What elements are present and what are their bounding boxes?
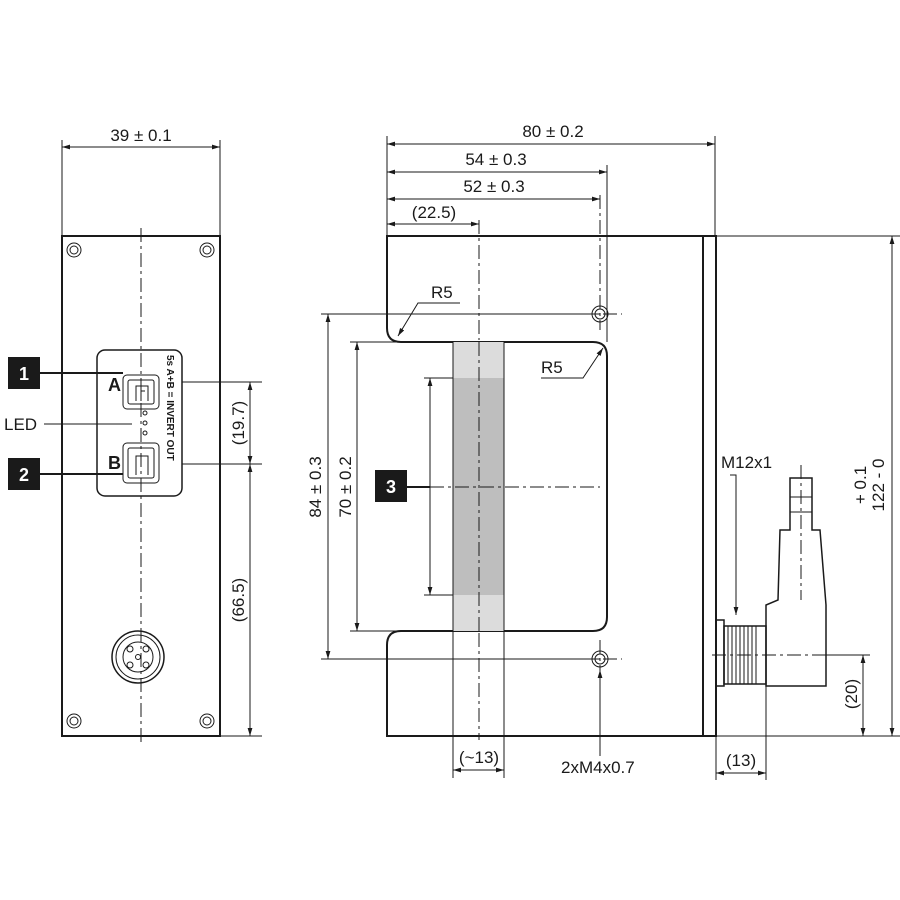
dim-54: 54 ± 0.3 xyxy=(465,150,526,169)
connector-side-icon xyxy=(715,465,827,687)
dim-70: 70 ± 0.2 xyxy=(336,456,355,517)
dim-slot-13: (~13) xyxy=(459,748,499,767)
callout-1: 1 xyxy=(19,364,29,384)
radius-r5-top: R5 xyxy=(431,283,453,302)
led-label: LED xyxy=(4,415,37,434)
dim-52: 52 ± 0.3 xyxy=(463,177,524,196)
panel-text: 5s A+B = INVERT OUT xyxy=(164,355,175,461)
dim-width-39: 39 ± 0.1 xyxy=(110,126,171,145)
dim-19-7: (19.7) xyxy=(229,401,248,445)
control-panel xyxy=(96,349,183,497)
led-indicator xyxy=(142,410,148,436)
dim-connector-13: (13) xyxy=(726,751,756,770)
button-a-label: A xyxy=(108,375,121,395)
callout-3-box xyxy=(375,470,407,502)
button-b-label: B xyxy=(108,453,121,473)
radius-r5-inner: R5 xyxy=(541,358,563,377)
dim-122: 122 - 0 xyxy=(869,459,888,512)
dim-84: 84 ± 0.3 xyxy=(306,456,325,517)
holes-spec: 2xM4x0.7 xyxy=(561,758,635,777)
dim-80: 80 ± 0.2 xyxy=(522,122,583,141)
dim-66-5: (66.5) xyxy=(229,578,248,622)
connector-spec: M12x1 xyxy=(721,453,772,472)
dim-20: (20) xyxy=(842,679,861,709)
button-a[interactable] xyxy=(122,374,160,410)
callout-2: 2 xyxy=(19,465,29,485)
callout-3: 3 xyxy=(386,477,396,497)
fork-housing xyxy=(386,235,704,737)
callout-2-box xyxy=(8,458,40,490)
callout-1-box xyxy=(8,357,40,389)
screw-icon xyxy=(66,242,215,729)
side-view: 80 ± 0.2 54 ± 0.3 52 ± 0.3 (22.5) R5 R5 … xyxy=(306,122,900,780)
m12-connector-icon xyxy=(111,630,165,684)
dim-122-tol: + 0.1 xyxy=(851,466,870,504)
rear-plate xyxy=(702,235,717,737)
front-view: A B 5s A+B = INVERT OUT 39 ± 0.1 (19.7) … xyxy=(4,126,262,745)
dim-22-5: (22.5) xyxy=(412,203,456,222)
button-b[interactable] xyxy=(122,442,160,484)
